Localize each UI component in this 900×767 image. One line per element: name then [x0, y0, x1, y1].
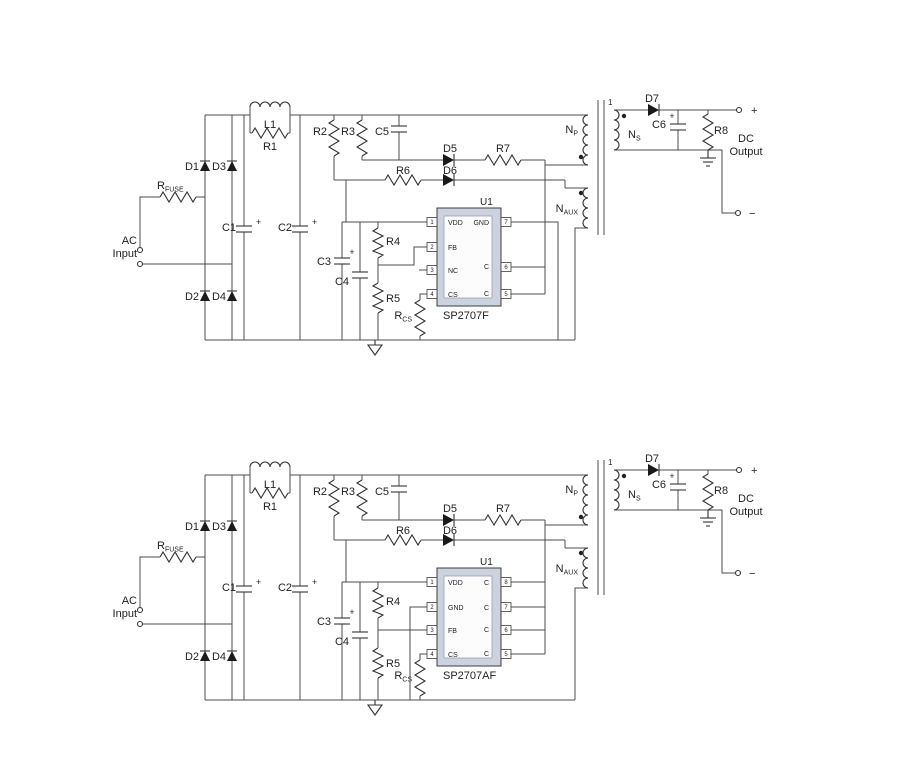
ic-inner-panel [443, 575, 493, 659]
pin-number-7: 7 [504, 220, 508, 226]
pin-number-6: 6 [504, 628, 508, 634]
pin-box-3 [426, 625, 438, 635]
pin-label-cs: CS [448, 652, 458, 659]
pin-box-5 [500, 289, 512, 299]
pin-label-c6pin: C [484, 627, 489, 634]
ic-bottom-wires [377, 581, 545, 700]
pin-number-1: 1 [430, 220, 434, 226]
ic-designator: U1 [480, 197, 493, 208]
label-r5: R5 [386, 293, 400, 305]
pin-box-8 [500, 577, 512, 587]
resistor-r4 [372, 587, 384, 619]
pin-number-6: 6 [504, 265, 508, 271]
ic-sp2707f: R4 R5 U1 SP2707F 1 2 3 4 VDD FB NC CS 7 … [372, 197, 559, 340]
ic-top-wires [377, 221, 559, 340]
pin-label-gnd: GND [473, 220, 489, 227]
pin-box-7 [500, 602, 512, 612]
pin-number-1: 1 [430, 580, 434, 586]
pin-box-4 [426, 649, 438, 659]
pin-box-2 [426, 602, 438, 612]
pin-label-vdd: VDD [448, 580, 463, 587]
pin-number-2: 2 [430, 605, 434, 611]
pin-box-6 [500, 625, 512, 635]
ic-inner-panel [443, 215, 493, 299]
pin-number-2: 2 [430, 245, 434, 251]
pin-box-6 [500, 262, 512, 272]
pin-number-4: 4 [430, 292, 434, 298]
pin-label-fb: FB [448, 628, 457, 635]
pin-label-c5pin: C [484, 651, 489, 658]
pin-box-1 [426, 217, 438, 227]
label-r4: R4 [386, 236, 400, 248]
pin-number-3: 3 [430, 628, 434, 634]
pin-box-3 [426, 265, 438, 275]
pin-number-3: 3 [430, 268, 434, 274]
ic-part-number: SP2707AF [443, 670, 496, 682]
pin-box-5 [500, 649, 512, 659]
pin-label-c7pin: C [484, 605, 489, 612]
pin-label-fb: FB [448, 245, 457, 252]
pin-number-7: 7 [504, 605, 508, 611]
label-r4: R4 [386, 596, 400, 608]
pin-box-1 [426, 577, 438, 587]
pin-number-4: 4 [430, 652, 434, 658]
pin-number-5: 5 [504, 292, 508, 298]
pin-label-c8pin: C [484, 580, 489, 587]
ic-sp2707af: R4 R5 U1 SP2707AF 1 2 3 4 VDD GND FB CS … [372, 557, 545, 700]
pin-label-vdd: VDD [448, 220, 463, 227]
pin-box-4 [426, 289, 438, 299]
pin-label-c6pin: C [484, 264, 489, 271]
resistor-r5 [372, 647, 384, 679]
label-r5: R5 [386, 658, 400, 670]
resistor-r4 [372, 227, 384, 259]
pin-label-gnd: GND [448, 605, 464, 612]
pin-label-nc: NC [448, 268, 458, 275]
ic-designator: U1 [480, 557, 493, 568]
resistor-r5 [372, 282, 384, 314]
pin-number-5: 5 [504, 652, 508, 658]
pin-number-8: 8 [504, 580, 508, 586]
pin-label-cs: CS [448, 292, 458, 299]
pin-box-7 [500, 217, 512, 227]
pin-box-2 [426, 242, 438, 252]
ic-part-number: SP2707F [443, 310, 489, 322]
pin-label-c5pin: C [484, 291, 489, 298]
